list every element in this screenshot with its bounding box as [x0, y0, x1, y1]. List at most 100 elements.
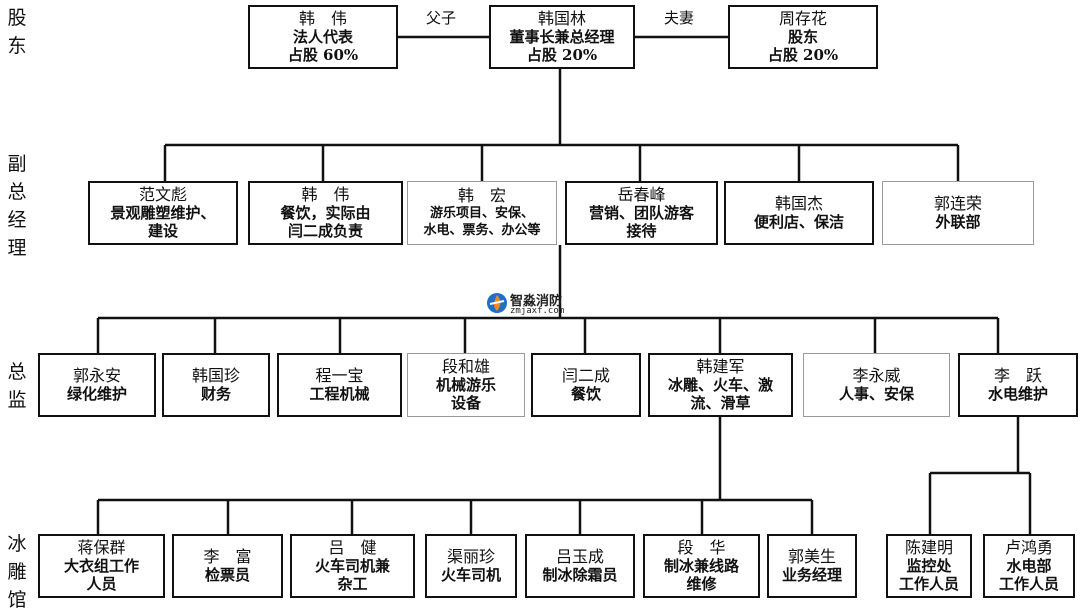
- role-line: 法人代表: [292, 28, 353, 46]
- side-label-char: 监: [7, 389, 27, 411]
- person-name: 李 富: [203, 547, 252, 566]
- role-line: 绿化维护: [66, 385, 127, 403]
- role-line: 餐饮，实际由: [280, 204, 371, 222]
- side-label-shareholders: 股 东: [6, 4, 28, 60]
- side-label-char: 副: [7, 153, 27, 175]
- person-name: 李永威: [852, 366, 901, 385]
- directors-box: 段和雄机械游乐设备: [407, 353, 525, 417]
- role-line: 财务: [200, 385, 231, 403]
- person-name: 段 华: [677, 538, 726, 557]
- role-line: 接待: [626, 222, 657, 240]
- role-line: 工作人员: [898, 575, 959, 593]
- deputies-box: 范文彪景观雕塑维护、建设: [88, 181, 238, 245]
- side-label-char: 总: [7, 181, 27, 203]
- deputies-box: 韩 宏游乐项目、安保、水电、票务、办公等: [407, 181, 557, 245]
- role-line: 工作人员: [998, 575, 1059, 593]
- role-line: 维修: [686, 575, 717, 593]
- role-line: 占股 60%: [287, 46, 359, 64]
- person-name: 韩 宏: [457, 186, 506, 205]
- person-name: 渠丽珍: [446, 547, 495, 566]
- person-name: 蒋保群: [77, 538, 126, 557]
- side-label-char: 东: [7, 35, 27, 57]
- ice-staff-box: 吕 健火车司机兼杂工: [290, 534, 415, 598]
- deputies-box: 韩 伟餐饮，实际由闫二成负责: [248, 181, 403, 245]
- role-line: 外联部: [935, 213, 981, 231]
- side-label-char: 经: [7, 209, 27, 231]
- deputies-box: 韩国杰便利店、保洁: [724, 181, 874, 245]
- person-name: 韩 伟: [301, 185, 350, 204]
- person-name: 段和雄: [441, 357, 490, 376]
- person-name: 岳春峰: [617, 185, 666, 204]
- role-line: 营销、团队游客: [588, 204, 694, 222]
- side-label-ice-hall: 冰 雕 馆: [6, 530, 28, 614]
- side-label-supervisor: 总 监: [6, 358, 28, 414]
- person-name: 卢鸿勇: [1004, 538, 1053, 557]
- person-name: 韩建军: [696, 357, 745, 376]
- ice-staff-box: 蒋保群大衣组工作人员: [38, 534, 165, 598]
- ice-staff-box: 郭美生业务经理: [767, 534, 857, 598]
- role-line: 建设: [147, 222, 178, 240]
- person-name: 郭永安: [72, 366, 121, 385]
- person-name: 程一宝: [315, 366, 364, 385]
- ice-staff-box: 吕玉成制冰除霜员: [525, 534, 635, 598]
- side-label-char: 股: [7, 7, 27, 29]
- utility-staff-box: 卢鸿勇水电部工作人员: [983, 534, 1075, 598]
- role-line: 景观雕塑维护、: [110, 204, 216, 222]
- person-name: 韩国林: [537, 9, 586, 28]
- role-line: 游乐项目、安保、: [429, 206, 534, 221]
- person-name: 郭连荣: [933, 194, 982, 213]
- logo-domain: zmjaxf.com: [510, 306, 565, 316]
- role-line: 制冰除霜员: [542, 566, 618, 584]
- watermark-logo: 智淼消防 zmjaxf.com: [486, 290, 576, 320]
- role-line: 制冰兼线路: [663, 557, 739, 575]
- side-label-char: 冰: [7, 533, 27, 555]
- person-name: 韩 伟: [298, 9, 347, 28]
- directors-box: 韩建军冰雕、火车、激流、滑草: [648, 353, 793, 417]
- ice-staff-box: 渠丽珍火车司机: [425, 534, 517, 598]
- person-name: 李 跃: [993, 366, 1042, 385]
- role-line: 设备: [450, 394, 481, 412]
- directors-box: 韩国珍财务: [162, 353, 270, 417]
- role-line: 人员: [86, 575, 117, 593]
- role-line: 水电维护: [987, 385, 1048, 403]
- role-line: 董事长兼总经理: [509, 28, 615, 46]
- role-line: 火车司机: [440, 566, 501, 584]
- role-line: 占股 20%: [767, 46, 839, 64]
- logo-name: 智淼消防: [510, 294, 563, 309]
- side-label-char: 理: [7, 237, 27, 259]
- relation-spouse: 夫妻: [662, 9, 697, 27]
- side-label-char: 总: [7, 361, 27, 383]
- role-line: 股东: [787, 28, 818, 46]
- role-line: 冰雕、火车、激: [667, 376, 773, 394]
- role-line: 火车司机兼: [314, 557, 390, 575]
- role-line: 检票员: [204, 566, 250, 584]
- person-name: 闫二成: [561, 366, 610, 385]
- utility-staff-box: 陈建明监控处工作人员: [886, 534, 972, 598]
- ice-staff-box: 段 华制冰兼线路维修: [643, 534, 760, 598]
- flame-logo-icon: [487, 293, 507, 313]
- directors-box: 程一宝工程机械: [277, 353, 402, 417]
- role-line: 占股 20%: [526, 46, 598, 64]
- person-name: 吕玉成: [555, 547, 604, 566]
- person-name: 韩国珍: [191, 366, 240, 385]
- person-name: 吕 健: [328, 538, 377, 557]
- directors-box: 李永威人事、安保: [803, 353, 950, 417]
- directors-box: 闫二成餐饮: [531, 353, 641, 417]
- role-line: 机械游乐: [435, 376, 496, 394]
- role-line: 业务经理: [781, 566, 842, 584]
- side-label-char: 馆: [7, 589, 27, 611]
- deputies-box: 郭连荣外联部: [882, 181, 1034, 245]
- role-line: 闫二成负责: [287, 222, 363, 240]
- role-line: 工程机械: [309, 385, 370, 403]
- role-line: 监控处: [906, 557, 952, 575]
- role-line: 水电、票务、办公等: [423, 223, 541, 238]
- role-line: 餐饮: [570, 385, 601, 403]
- role-line: 人事、安保: [838, 385, 914, 403]
- role-line: 水电部: [1006, 557, 1052, 575]
- person-name: 周存花: [778, 9, 827, 28]
- shareholders-box: 韩 伟法人代表占股 60%: [248, 5, 398, 69]
- shareholders-box: 韩国林董事长兼总经理占股 20%: [489, 5, 635, 69]
- side-label-char: 雕: [7, 561, 27, 583]
